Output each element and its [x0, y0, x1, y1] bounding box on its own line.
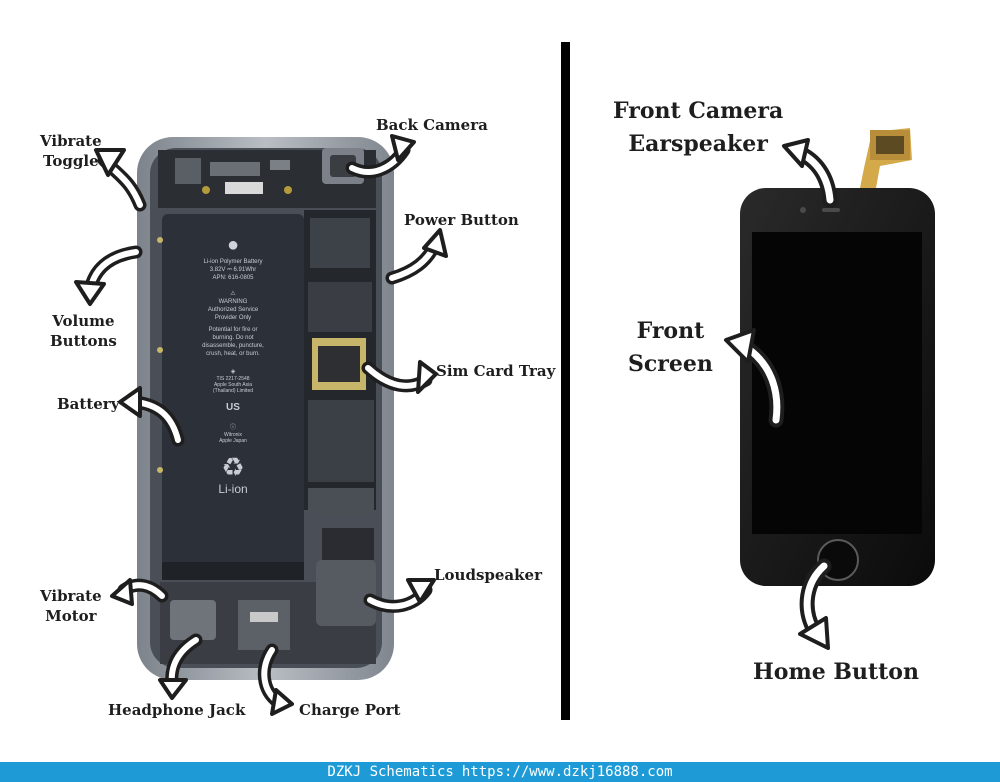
loudspeaker-module	[316, 560, 376, 626]
headphone-jack	[170, 600, 216, 640]
battery-chem: Li-ion	[218, 482, 248, 496]
recycle-icon: ♻	[221, 452, 245, 482]
label-back-camera: Back Camera	[376, 116, 488, 134]
battery-spec: 3.82V ⎓ 6.91Whr	[209, 267, 257, 273]
warning-icon: ⚠	[230, 291, 236, 297]
charge-port-arrow-head	[270, 688, 294, 716]
footer-brand: DZKJ Schematics	[327, 764, 454, 780]
battery-maker: Witronix Apple Japan	[219, 432, 247, 444]
recycle-info-icon: ⓘ	[229, 425, 236, 431]
footer-url[interactable]: https://www.dzkj16888.com	[461, 764, 673, 780]
front-camera-arrow-head	[782, 138, 810, 168]
label-battery: Battery	[57, 395, 120, 413]
battery-authorized: Authorized Service Provider Only	[207, 307, 259, 321]
headphone-arrow-head	[158, 678, 188, 700]
apple-logo-icon: ●	[226, 234, 240, 256]
label-charge-port: Charge Port	[299, 701, 401, 719]
label-power-button: Power Button	[404, 211, 519, 229]
back-camera-arrow-head	[390, 134, 416, 162]
battery-fcc: TIS 2217-2548 Apple South Asia (Thailand…	[212, 376, 254, 394]
phone-diagram-svg	[74, 42, 935, 720]
front-camera-lens	[800, 207, 806, 213]
label-headphone-jack: Headphone Jack	[108, 701, 246, 719]
label-sim-card-tray: Sim Card Tray	[436, 362, 556, 380]
charge-port	[238, 600, 290, 650]
front-screen-arrow-head	[724, 328, 756, 364]
battery-apn: APN: 616-0805	[212, 275, 254, 281]
diagram-canvas: ● Li-ion Polymer Battery 3.82V ⎓ 6.91Whr…	[40, 42, 935, 720]
vibrate-motor-arrow-head	[110, 578, 134, 606]
annotation-arrows	[74, 134, 838, 716]
battery-title: Li-ion Polymer Battery	[203, 259, 263, 265]
battery-print: ● Li-ion Polymer Battery 3.82V ⎓ 6.91Whr…	[166, 232, 300, 496]
label-volume-buttons: Volume Buttons	[50, 312, 117, 350]
compliance-icon: ◈	[230, 369, 236, 375]
front-phone	[740, 128, 935, 586]
label-vibrate-toggle: Vibrate Toggle	[40, 132, 102, 170]
battery-caution: Potential for fire or burning. Do not di…	[202, 327, 264, 357]
watermark-footer: DZKJ Schematics https://www.dzkj16888.com	[0, 762, 1000, 782]
home-button-arrow-head	[798, 616, 830, 650]
label-loudspeaker: Loudspeaker	[434, 566, 542, 584]
label-vibrate-motor: Vibrate Motor	[40, 587, 102, 625]
vibrate-toggle-arrow-head	[94, 148, 126, 177]
volume-arrow-head	[74, 280, 106, 306]
sim-arrow-head	[416, 360, 438, 394]
battery-warning: WARNING	[218, 299, 248, 305]
earspeaker-grille	[822, 208, 840, 212]
battery-pack	[162, 214, 304, 580]
center-divider	[561, 42, 570, 720]
ul-mark: US	[226, 402, 240, 413]
power-button-arrow-head	[422, 228, 448, 258]
label-front-camera-earspeaker: Front Camera Earspeaker	[613, 98, 784, 157]
label-home-button: Home Button	[753, 659, 919, 685]
label-front-screen: Front Screen	[628, 318, 713, 377]
loudspeaker-arrow-head	[406, 578, 436, 604]
battery-arrow-head	[118, 386, 142, 418]
rear-phone-internals	[137, 137, 394, 680]
